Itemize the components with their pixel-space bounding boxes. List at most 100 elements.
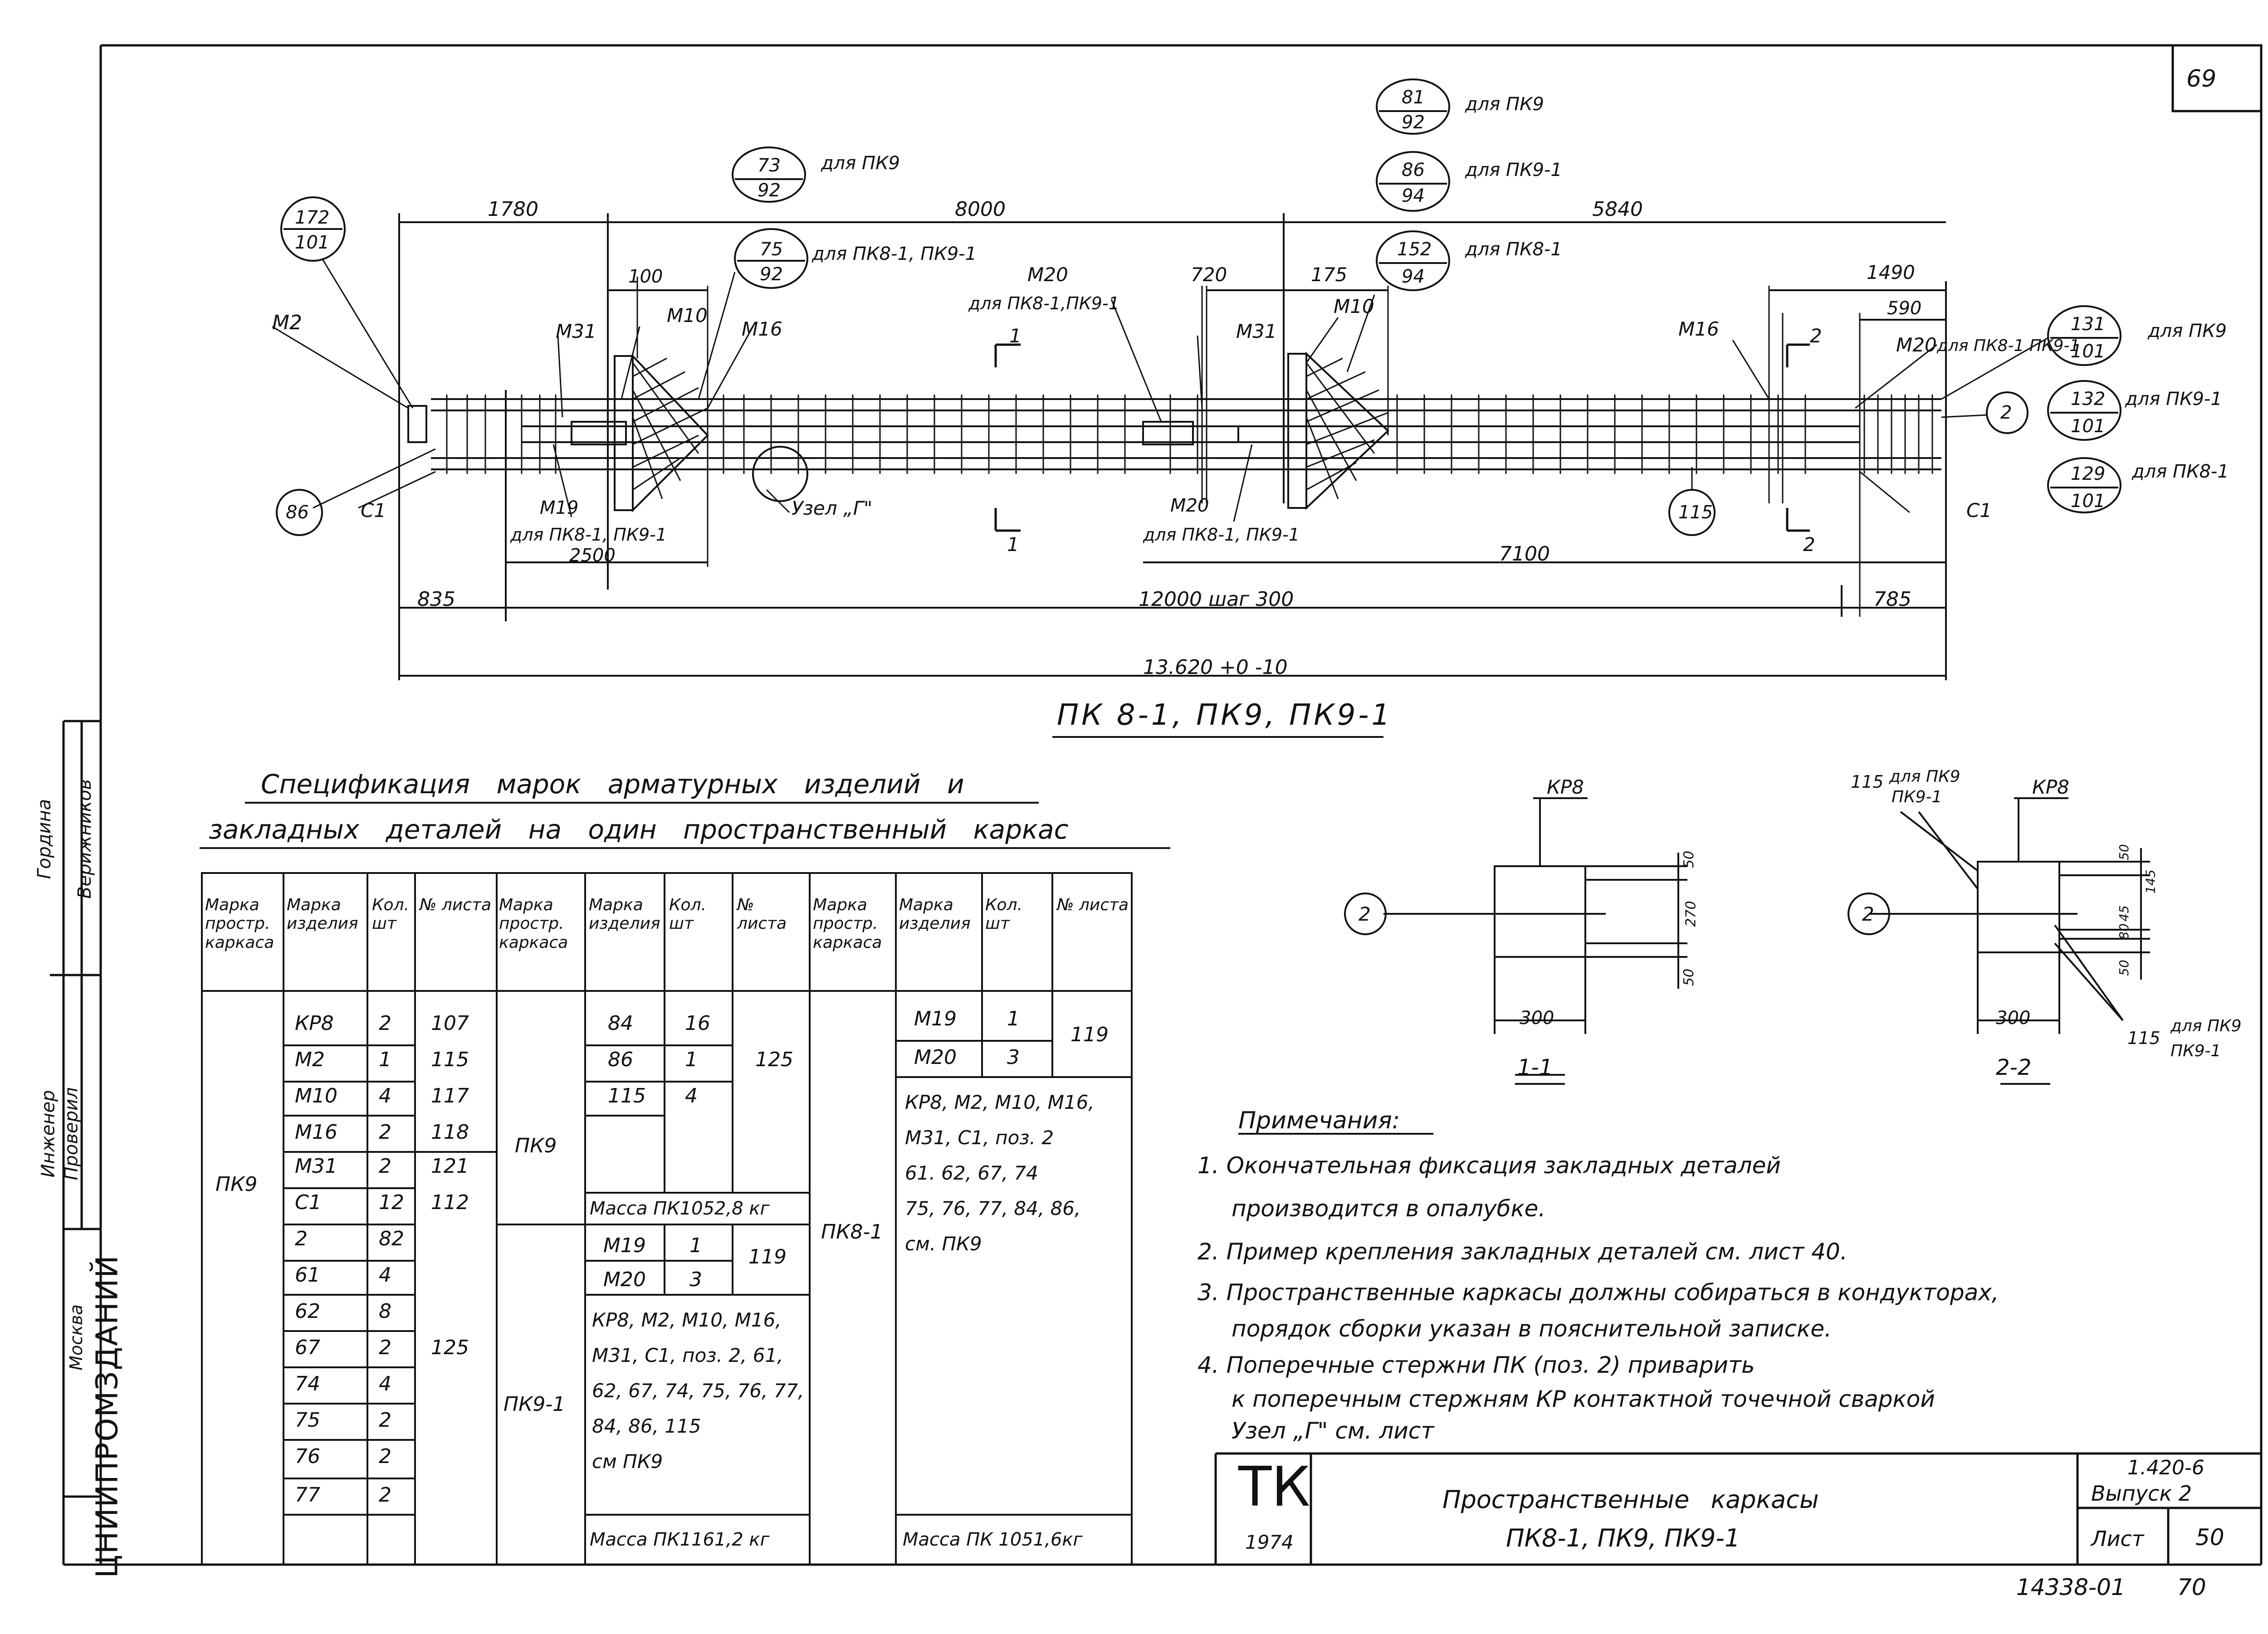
b1-item: 61 xyxy=(295,1263,320,1287)
name-2: Верижников xyxy=(74,779,95,899)
hdr-item-1: Марка изделия xyxy=(287,896,358,933)
callout-81-top: 81 xyxy=(1402,87,1425,108)
callout-75-bottom: 92 xyxy=(760,264,783,285)
mark-2-circle: 2 xyxy=(2000,402,2012,423)
note-m19-for: для ПК8-1, ПК9-1 xyxy=(510,525,667,545)
b2-item: 86 xyxy=(608,1048,633,1071)
dim-total: 13.620 +0 -10 xyxy=(1143,656,1288,679)
note-3a: 3. Пространственные каркасы должны собир… xyxy=(1198,1279,1999,1306)
spec-title-line1: Спецификация марок арматурных изделий и xyxy=(261,769,964,800)
b2b-text: М31, С1, поз. 2, 61, xyxy=(592,1344,783,1366)
callout-132-bottom: 101 xyxy=(2071,416,2106,437)
hdr-qty-1: Кол. шт xyxy=(372,896,410,933)
s2-dim-145: 145 xyxy=(2143,869,2158,894)
s1-dim-50a: 50 xyxy=(1681,850,1697,868)
name-1: Гордина xyxy=(34,799,55,879)
b2-frame-a: ПК9 xyxy=(515,1134,557,1157)
s2-note-top-1: для ПК9 xyxy=(1889,767,1960,786)
callout-73-top: 73 xyxy=(758,155,781,176)
note-132-for: для ПК9-1 xyxy=(2125,389,2222,410)
mark-m31-right: М31 xyxy=(1236,320,1277,342)
b1-item: 77 xyxy=(295,1483,320,1507)
note-73-for: для ПК9 xyxy=(821,153,900,174)
b1-qty: 2 xyxy=(379,1155,391,1178)
mark-m10-left: М10 xyxy=(667,304,708,327)
b1-item: С1 xyxy=(295,1191,322,1214)
note-1a: 1. Окончательная фиксация закладных дета… xyxy=(1198,1152,1781,1179)
b3-text: 75, 76, 77, 84, 86, xyxy=(905,1197,1081,1219)
b3-sheet: 119 xyxy=(1070,1023,1109,1046)
s1-side: 2 xyxy=(1359,903,1371,925)
hdr-item-3: Марка изделия xyxy=(899,896,971,933)
hdr-sheet-1: № листа xyxy=(420,896,492,914)
b2-sheet: 125 xyxy=(755,1048,793,1071)
callout-129-top: 129 xyxy=(2071,463,2106,484)
notes-heading: Примечания: xyxy=(1238,1107,1400,1134)
s2-dim-45: 45 xyxy=(2116,905,2131,922)
b2-qty: 16 xyxy=(685,1012,710,1035)
s2-note-top-num: 115 xyxy=(1851,772,1884,792)
b3-text: КР8, М2, М10, М16, xyxy=(905,1091,1095,1113)
s2-dim-50a: 50 xyxy=(2116,844,2131,860)
b3-qty: 3 xyxy=(1007,1046,1020,1069)
b2-item: 115 xyxy=(608,1084,646,1107)
b1-qty: 2 xyxy=(379,1409,391,1432)
mark-m16-left: М16 xyxy=(742,318,782,340)
b1-item: КР8 xyxy=(295,1012,334,1035)
b2-qty: 1 xyxy=(685,1048,698,1071)
b2b-text: 84, 86, 115 xyxy=(592,1415,701,1437)
section-2-bottom: 2 xyxy=(1803,533,1815,556)
b2-qty: 4 xyxy=(685,1084,698,1107)
s2-side: 2 xyxy=(1862,903,1874,925)
b1-qty: 12 xyxy=(379,1191,404,1214)
b1-item: М2 xyxy=(295,1048,325,1071)
b1-sheet: 115 xyxy=(431,1048,469,1071)
b1-qty: 4 xyxy=(379,1263,391,1287)
b2-item: 84 xyxy=(608,1012,633,1035)
dim-100: 100 xyxy=(628,266,663,287)
section-1-top: 1 xyxy=(1009,325,1022,347)
dim-785: 785 xyxy=(1873,588,1911,611)
hdr-item-2: Марка изделия xyxy=(589,896,660,933)
dim-8000: 8000 xyxy=(955,198,1006,221)
note-m20-right-for: для ПК8-1 ПК9-1 xyxy=(1937,337,2080,355)
b3-text: М31, С1, поз. 2 xyxy=(905,1127,1054,1149)
role-checked: Проверил xyxy=(61,1087,82,1180)
role-engineer: Инженер xyxy=(38,1090,59,1178)
b2b-text: КР8, М2, М10, М16, xyxy=(592,1309,782,1331)
tk-logo: ТК xyxy=(1238,1456,1310,1519)
b3-text: 61. 62, 67, 74 xyxy=(905,1162,1038,1184)
b1-item: М16 xyxy=(295,1121,337,1144)
b1-qty: 4 xyxy=(379,1084,391,1107)
note-152-for: для ПК8-1 xyxy=(1465,239,1562,260)
callout-152-top: 152 xyxy=(1397,239,1432,260)
dim-7100: 7100 xyxy=(1499,542,1550,566)
note-3b: порядок сборки указан в пояснительной за… xyxy=(1232,1316,1832,1342)
callout-172-top: 172 xyxy=(295,207,330,228)
dim-12000: 12000 шаг 300 xyxy=(1139,588,1294,611)
b1-item: М31 xyxy=(295,1155,337,1178)
b1-qty: 2 xyxy=(379,1012,391,1035)
title-issue: Выпуск 2 xyxy=(2091,1481,2192,1506)
callout-131-bottom: 101 xyxy=(2071,341,2106,362)
b2b-sheet: 119 xyxy=(748,1245,787,1268)
note-86-for: для ПК9-1 xyxy=(1465,160,1562,180)
b1-sheet: 117 xyxy=(431,1084,469,1107)
b1-qty: 2 xyxy=(379,1121,391,1144)
cage-elevation xyxy=(200,78,2150,1135)
callout-86-top: 86 xyxy=(1402,160,1425,180)
note-4a: 4. Поперечные стержни ПК (поз. 2) привар… xyxy=(1198,1352,1755,1378)
b2b-item: М19 xyxy=(603,1234,646,1257)
callout-152-bottom: 94 xyxy=(1402,266,1425,287)
s1-dim-270: 270 xyxy=(1683,901,1699,927)
b1-item: 67 xyxy=(295,1336,320,1359)
b2b-item: М20 xyxy=(603,1268,646,1291)
b2b-qty: 1 xyxy=(689,1234,702,1257)
s1-label: 1-1 xyxy=(1517,1055,1553,1080)
callout-129-bottom: 101 xyxy=(2071,491,2106,512)
b2b-qty: 3 xyxy=(689,1268,702,1291)
hdr-sheet-2: № листа xyxy=(737,896,787,933)
mark-115: 115 xyxy=(1678,502,1713,523)
mark-m20-right: М20 xyxy=(1896,334,1937,356)
